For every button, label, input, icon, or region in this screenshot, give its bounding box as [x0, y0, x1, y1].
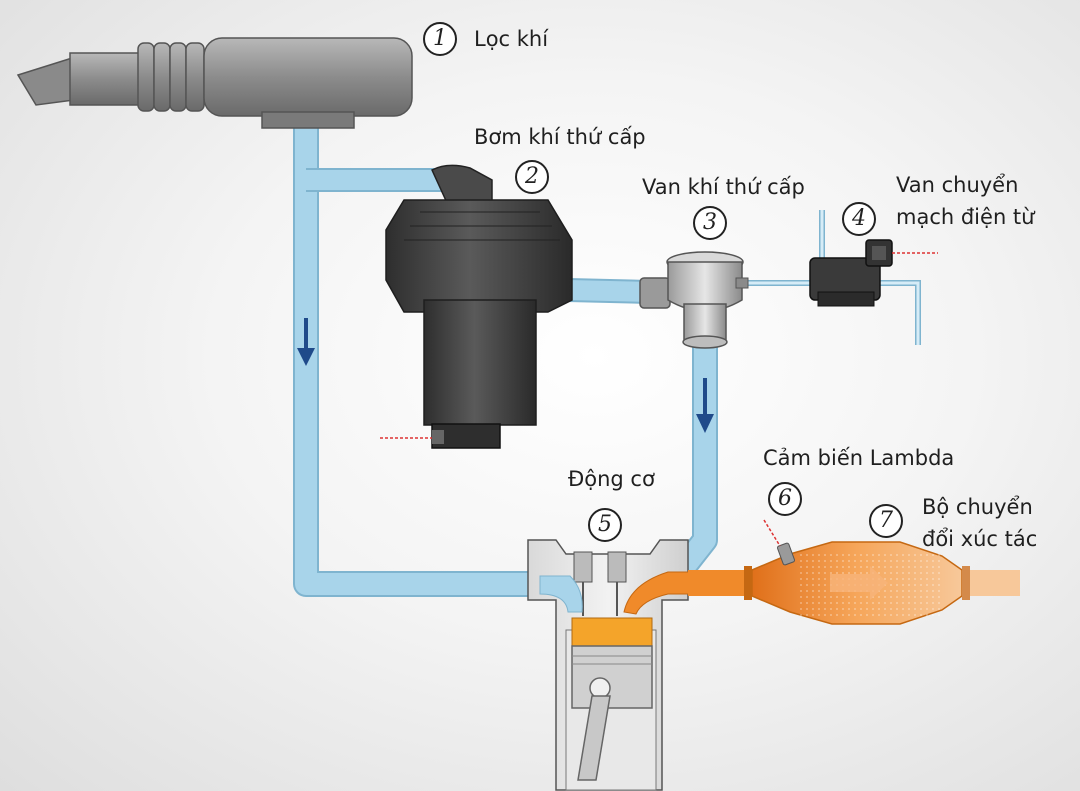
callout-number-3: 3 — [693, 206, 727, 240]
label-solenoid-valve-line2: mạch điện từ — [896, 205, 1035, 229]
label-lambda-sensor: Cảm biến Lambda — [763, 446, 955, 470]
air-filter — [16, 37, 413, 129]
flow-arrow-down-right — [696, 378, 714, 433]
label-secondary-air-valve: Van khí thứ cấp — [642, 175, 805, 199]
callout-number-1: 1 — [423, 22, 457, 56]
piston — [571, 645, 653, 709]
flow-arrow-down-left — [297, 318, 315, 366]
callout-number-4: 4 — [842, 202, 876, 236]
callout-number-7: 7 — [869, 504, 903, 538]
callout-number-6: 6 — [768, 482, 802, 516]
label-catalytic-converter-line1: Bộ chuyển — [922, 495, 1033, 519]
label-solenoid-valve-line1: Van chuyển — [896, 173, 1019, 197]
callout-number-2: 2 — [515, 160, 549, 194]
engine — [527, 539, 691, 791]
solenoid-valve — [809, 239, 938, 307]
exhaust-pipe — [688, 570, 750, 596]
label-air-filter: Lọc khí — [474, 27, 549, 51]
label-catalytic-converter-line2: đổi xúc tác — [922, 527, 1038, 551]
label-engine: Động cơ — [568, 467, 655, 491]
callout-number-5: 5 — [588, 508, 622, 542]
label-secondary-air-pump: Bơm khí thứ cấp — [474, 125, 646, 149]
lambda-sensor — [763, 519, 795, 566]
connecting-rod — [577, 695, 611, 781]
combustion-chamber — [571, 617, 653, 647]
secondary-air-pump — [380, 164, 573, 449]
secondary-air-valve — [639, 251, 749, 349]
exhaust-system — [688, 519, 1020, 625]
